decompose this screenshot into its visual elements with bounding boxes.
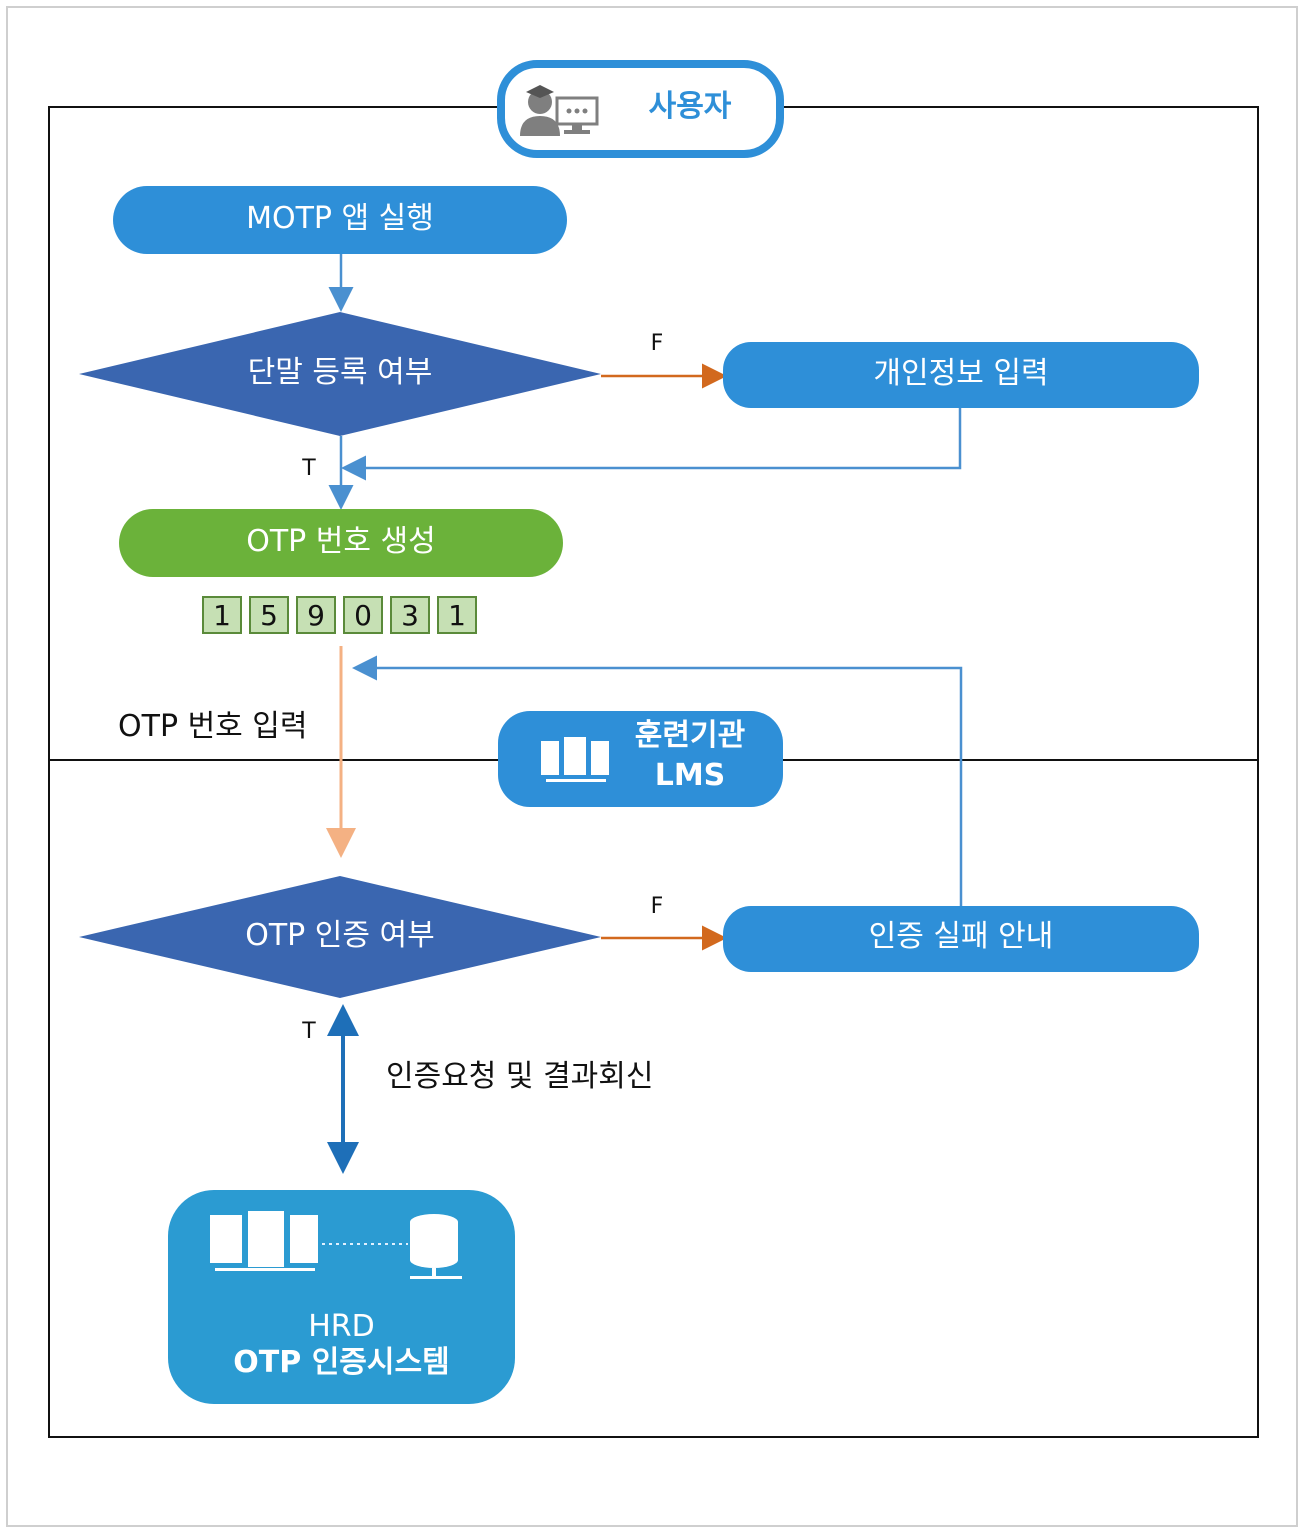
lms-line2: LMS (654, 758, 726, 793)
device-check-diamond (79, 312, 601, 436)
otp-auth-diamond (79, 876, 601, 998)
personal-info-box (723, 342, 1199, 408)
database-icon (410, 1214, 462, 1279)
f-label-1: F (650, 331, 664, 356)
auth-request-label: 인증요청 및 결과회신 (386, 1059, 654, 1094)
user-computer-icon (520, 85, 599, 136)
lms-line1: 훈련기관 (634, 718, 746, 753)
hrd-line1: HRD (308, 1309, 375, 1344)
hrd-line2: OTP 인증시스템 (233, 1345, 450, 1380)
otp-generate-box (119, 509, 563, 577)
otp-input-label: OTP 번호 입력 (118, 709, 308, 744)
otp-auth-label: OTP 인증 여부 (245, 918, 435, 953)
otp-digit: 1 (202, 596, 242, 634)
server-cluster-icon (210, 1211, 318, 1271)
otp-generate-label: OTP 번호 생성 (246, 524, 436, 559)
t-label-1: T (302, 456, 316, 481)
auth-fail-label: 인증 실패 안내 (868, 919, 1054, 954)
lms-box (498, 711, 783, 807)
motp-app-label: MOTP 앱 실행 (246, 201, 434, 236)
personal-info-label: 개인정보 입력 (873, 356, 1049, 391)
server-cluster-icon (541, 737, 609, 782)
auth-fail-box (723, 906, 1199, 972)
otp-digit: 9 (296, 596, 336, 634)
outer-frame (6, 6, 1298, 1527)
f-label-2: F (650, 894, 664, 919)
t-label-2: T (302, 1019, 316, 1044)
otp-digit: 5 (249, 596, 289, 634)
user-label: 사용자 (648, 89, 732, 124)
device-check-label: 단말 등록 여부 (247, 355, 433, 390)
otp-digit: 3 (390, 596, 430, 634)
otp-digit: 0 (343, 596, 383, 634)
otp-digit: 1 (437, 596, 477, 634)
motp-app-box (113, 186, 567, 254)
